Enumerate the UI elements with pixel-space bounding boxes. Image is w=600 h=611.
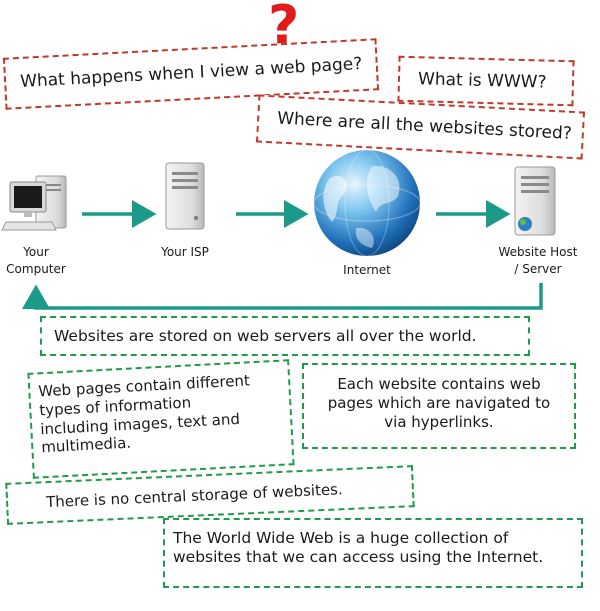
internet-globe-icon bbox=[313, 149, 421, 257]
fact-no-central-storage-text: There is no central storage of websites. bbox=[45, 480, 344, 512]
label-your-computer: Your Computer bbox=[6, 245, 66, 277]
label-website-host: Website Host / Server bbox=[498, 245, 578, 277]
fact-world-wide-web: The World Wide Web is a huge collection … bbox=[163, 518, 583, 588]
fact-hyperlinks: Each website contains web pages which ar… bbox=[302, 363, 576, 449]
web-server-icon bbox=[514, 166, 556, 236]
fact-web-servers-text: Websites are stored on web servers all o… bbox=[54, 327, 477, 345]
computer-icon bbox=[1, 175, 67, 231]
fact-web-servers: Websites are stored on web servers all o… bbox=[40, 316, 530, 356]
fact-information-types: Web pages contain different types of inf… bbox=[27, 359, 295, 479]
label-your-isp: Your ISP bbox=[161, 245, 209, 259]
isp-server-icon bbox=[165, 162, 205, 230]
arrow-server-to-computer bbox=[22, 283, 543, 310]
label-internet: Internet bbox=[343, 263, 391, 277]
